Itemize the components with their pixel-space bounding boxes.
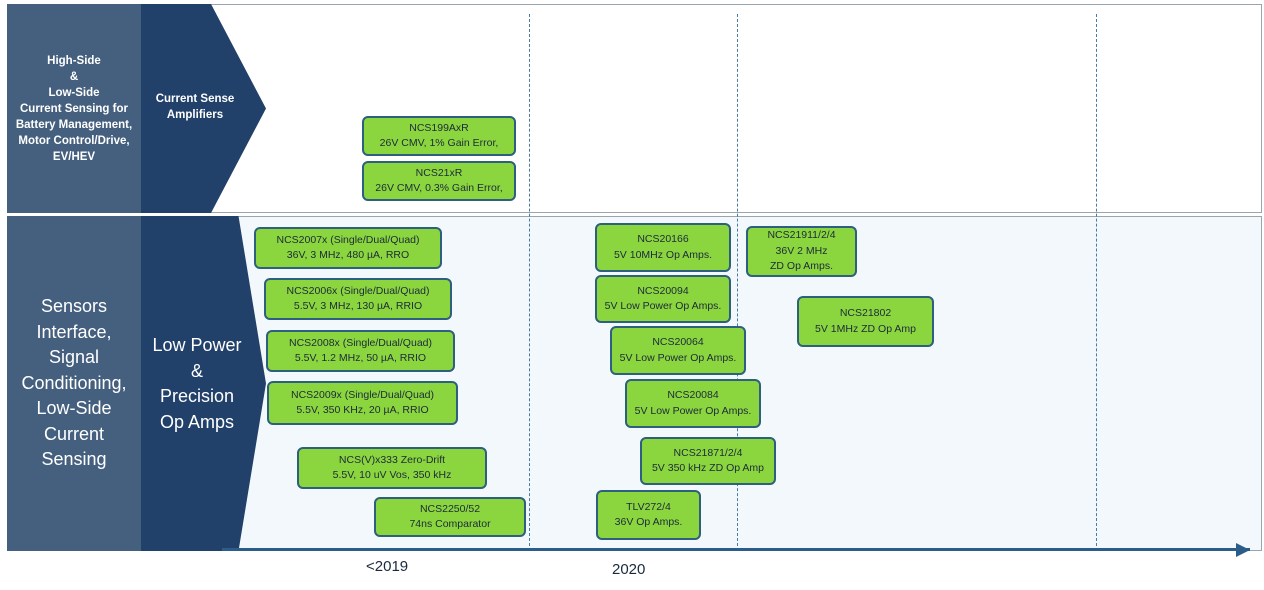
product-ncs20084[interactable]: NCS20084 5V Low Power Op Amps. bbox=[625, 379, 761, 428]
product-ncs2008x[interactable]: NCS2008x (Single/Dual/Quad) 5.5V, 1.2 MH… bbox=[266, 330, 455, 372]
product-ncs21911[interactable]: NCS21911/2/4 36V 2 MHz ZD Op Amps. bbox=[746, 226, 857, 277]
product-ncs20064[interactable]: NCS20064 5V Low Power Op Amps. bbox=[610, 326, 746, 375]
product-spec: 5V Low Power Op Amps. bbox=[619, 351, 737, 364]
year-label-2019: <2019 bbox=[366, 558, 409, 575]
subcategory-line: & bbox=[190, 360, 203, 381]
product-ncs21xr[interactable]: NCS21xR 26V CMV, 0.3% Gain Error, bbox=[362, 161, 516, 201]
product-spec: 36V, 3 MHz, 480 µA, RRO bbox=[286, 249, 410, 261]
category-line: High-Side bbox=[47, 54, 101, 67]
subcategory-current-sense-amplifiers: Current Sense Amplifiers bbox=[145, 91, 245, 123]
chevron-arrow-op-amps bbox=[141, 216, 266, 551]
category-line: & bbox=[69, 70, 79, 83]
product-name: NCS20166 bbox=[637, 233, 689, 245]
category-line: Battery Management, bbox=[15, 118, 133, 131]
product-name: TLV272/4 bbox=[626, 500, 671, 513]
subcategory-line: Low Power bbox=[152, 335, 242, 355]
product-name: NCS199AxR bbox=[409, 121, 469, 134]
timeline-divider bbox=[1096, 14, 1097, 551]
product-name: NCS2009x (Single/Dual/Quad) bbox=[291, 388, 434, 401]
product-ncs21871[interactable]: NCS21871/2/4 5V 350 kHz ZD Op Amp bbox=[640, 437, 776, 485]
product-spec: 5.5V, 10 uV Vos, 350 kHz bbox=[332, 469, 452, 481]
subcategory-line: Amplifiers bbox=[166, 109, 224, 121]
timeline-axis bbox=[222, 548, 1250, 551]
product-ncs2007x[interactable]: NCS2007x (Single/Dual/Quad) 36V, 3 MHz, … bbox=[254, 227, 442, 269]
category-line: Low-Side bbox=[48, 86, 100, 99]
category-line: EV/HEV bbox=[52, 150, 96, 163]
product-spec: 5V Low Power Op Amps. bbox=[604, 300, 722, 312]
product-name: NCS2008x (Single/Dual/Quad) bbox=[289, 336, 432, 349]
subcategory-line: Op Amps bbox=[159, 411, 235, 432]
product-name: NCS20084 bbox=[667, 389, 719, 401]
category-current-sensing: High-Side & Low-Side Current Sensing for… bbox=[7, 4, 141, 213]
product-ncs199axr[interactable]: NCS199AxR 26V CMV, 1% Gain Error, bbox=[362, 116, 516, 156]
product-name: NCS21802 bbox=[839, 307, 892, 319]
category-line: Sensing bbox=[41, 449, 107, 470]
product-ncs20094[interactable]: NCS20094 5V Low Power Op Amps. bbox=[595, 275, 731, 323]
subcategory-line: Precision bbox=[159, 386, 235, 406]
product-spec: 5V 350 kHz ZD Op Amp bbox=[651, 462, 765, 474]
product-name: NCS2007x (Single/Dual/Quad) bbox=[276, 233, 420, 246]
product-name: NCS(V)x333 Zero-Drift bbox=[338, 453, 446, 466]
product-spec: 5.5V, 1.2 MHz, 50 µA, RRIO bbox=[294, 352, 427, 364]
product-name: NCS21xR bbox=[415, 166, 463, 179]
category-line: Interface, bbox=[36, 321, 112, 342]
product-spec: 74ns Comparator bbox=[409, 518, 491, 530]
category-line: Sensors bbox=[40, 296, 108, 317]
product-spec: 5V 1MHz ZD Op Amp bbox=[815, 322, 916, 335]
product-spec: 36V 2 MHz bbox=[775, 244, 828, 257]
product-ncs2009x[interactable]: NCS2009x (Single/Dual/Quad) 5.5V, 350 KH… bbox=[267, 381, 458, 425]
product-spec: 5.5V, 350 KHz, 20 µA, RRIO bbox=[296, 404, 429, 416]
product-tlv272[interactable]: TLV272/4 36V Op Amps. bbox=[596, 490, 701, 540]
product-spec: 26V CMV, 1% Gain Error, bbox=[379, 137, 499, 149]
product-spec: 5.5V, 3 MHz, 130 µA, RRIO bbox=[293, 300, 423, 312]
category-line: Current bbox=[43, 423, 104, 444]
product-ncs20166[interactable]: NCS20166 5V 10MHz Op Amps. bbox=[595, 223, 731, 272]
product-name: NCS21911/2/4 bbox=[767, 229, 836, 242]
product-name: NCS20064 bbox=[652, 336, 704, 348]
product-spec: 5V Low Power Op Amps. bbox=[634, 404, 752, 417]
product-ncsvx333[interactable]: NCS(V)x333 Zero-Drift 5.5V, 10 uV Vos, 3… bbox=[297, 447, 487, 489]
timeline-divider bbox=[529, 14, 530, 551]
category-sensors-interface: Sensors Interface, Signal Conditioning, … bbox=[7, 216, 141, 551]
product-ncs2250[interactable]: NCS2250/52 74ns Comparator bbox=[374, 497, 526, 537]
category-line: Conditioning, bbox=[21, 372, 127, 393]
product-spec: 26V CMV, 0.3% Gain Error, bbox=[375, 182, 503, 194]
category-line: Signal bbox=[48, 347, 100, 368]
category-line: Current Sensing for bbox=[20, 102, 128, 115]
year-label-2020: 2020 bbox=[612, 561, 646, 578]
product-name: NCS2250/52 bbox=[419, 502, 481, 515]
product-name: NCS2006x (Single/Dual/Quad) bbox=[286, 284, 430, 297]
product-ncs2006x[interactable]: NCS2006x (Single/Dual/Quad) 5.5V, 3 MHz,… bbox=[264, 278, 452, 320]
product-name: NCS21871/2/4 bbox=[673, 446, 743, 459]
product-name: NCS20094 bbox=[637, 284, 689, 297]
subcategory-line: Current Sense bbox=[155, 93, 235, 105]
category-line: Motor Control/Drive, bbox=[18, 134, 130, 147]
product-spec: 5V 10MHz Op Amps. bbox=[613, 248, 713, 261]
product-spec: 36V Op Amps. bbox=[614, 516, 683, 528]
subcategory-low-power-op-amps: Low Power & Precision Op Amps bbox=[143, 333, 251, 435]
product-ncs21802[interactable]: NCS21802 5V 1MHz ZD Op Amp bbox=[797, 296, 934, 347]
timeline-divider bbox=[737, 14, 738, 551]
axis-arrow-head-icon bbox=[1236, 543, 1250, 557]
product-spec: ZD Op Amps. bbox=[769, 260, 833, 273]
category-line: Low-Side bbox=[36, 398, 112, 419]
